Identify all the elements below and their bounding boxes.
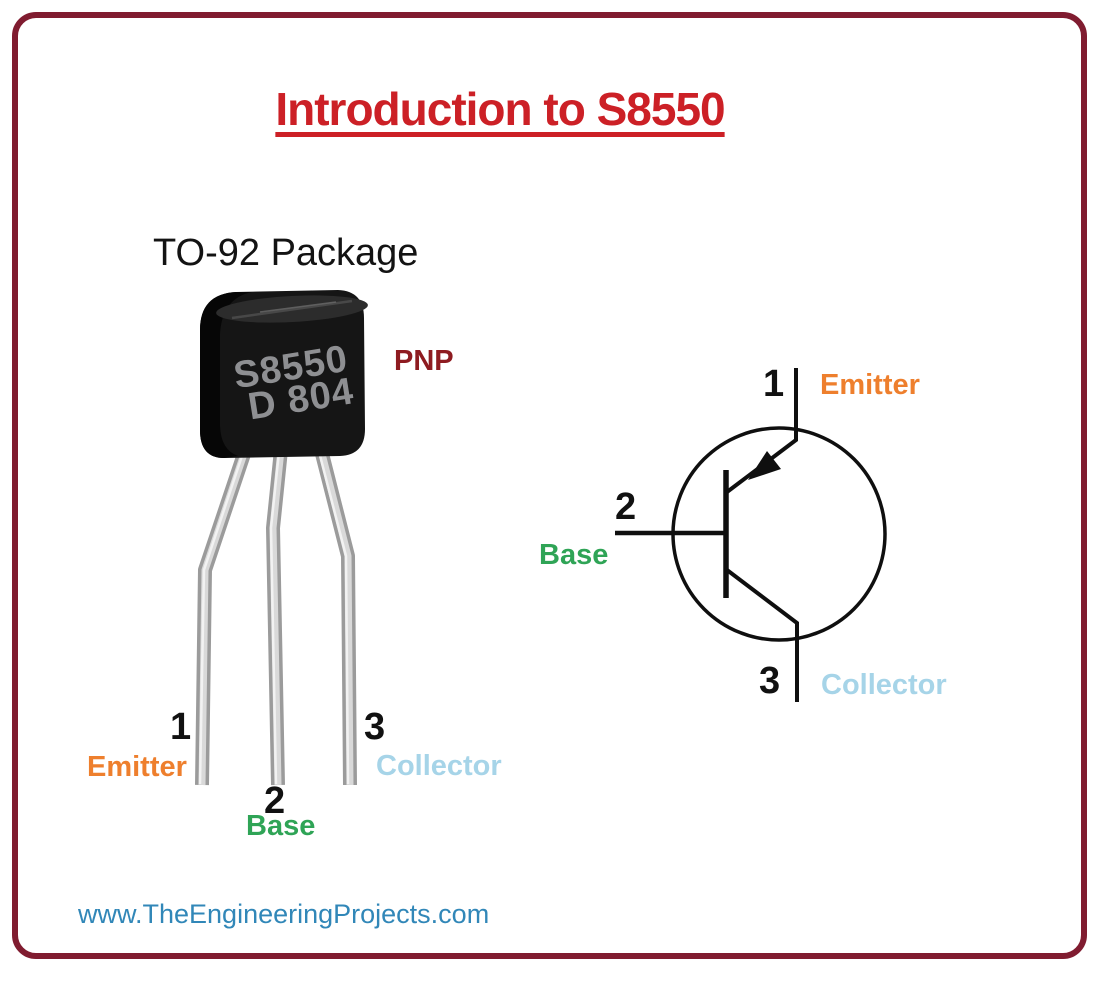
transistor-photo: S8550 D 804	[195, 290, 368, 786]
photo-pin1-number: 1	[170, 706, 192, 748]
website-url: www.TheEngineeringProjects.com	[78, 899, 490, 929]
photo-pin3-name: Collector	[376, 750, 502, 782]
photo-pin2-number: 2	[264, 780, 286, 822]
symbol-pin3-name: Collector	[821, 669, 947, 701]
transistor-legs	[195, 436, 357, 786]
transistor-type-label: PNP	[394, 345, 454, 377]
symbol-pin3-number: 3	[759, 660, 781, 702]
pnp-symbol	[615, 368, 887, 702]
package-heading: TO-92 Package	[153, 232, 419, 274]
symbol-collector-lead	[725, 568, 799, 702]
photo-pin1-name: Emitter	[87, 751, 187, 783]
symbol-pin1-number: 1	[763, 363, 785, 405]
symbol-emitter-arrow	[748, 451, 781, 480]
photo-pin3-number: 3	[364, 706, 386, 748]
photo-pin2-name: Base	[246, 810, 316, 842]
page-title: Introduction to S8550	[275, 83, 725, 135]
symbol-pin1-name: Emitter	[820, 369, 920, 401]
symbol-pin2-name: Base	[539, 539, 609, 571]
symbol-emitter-lead	[725, 368, 798, 494]
transistor-body: S8550 D 804	[200, 290, 368, 458]
symbol-pin2-number: 2	[615, 486, 637, 528]
